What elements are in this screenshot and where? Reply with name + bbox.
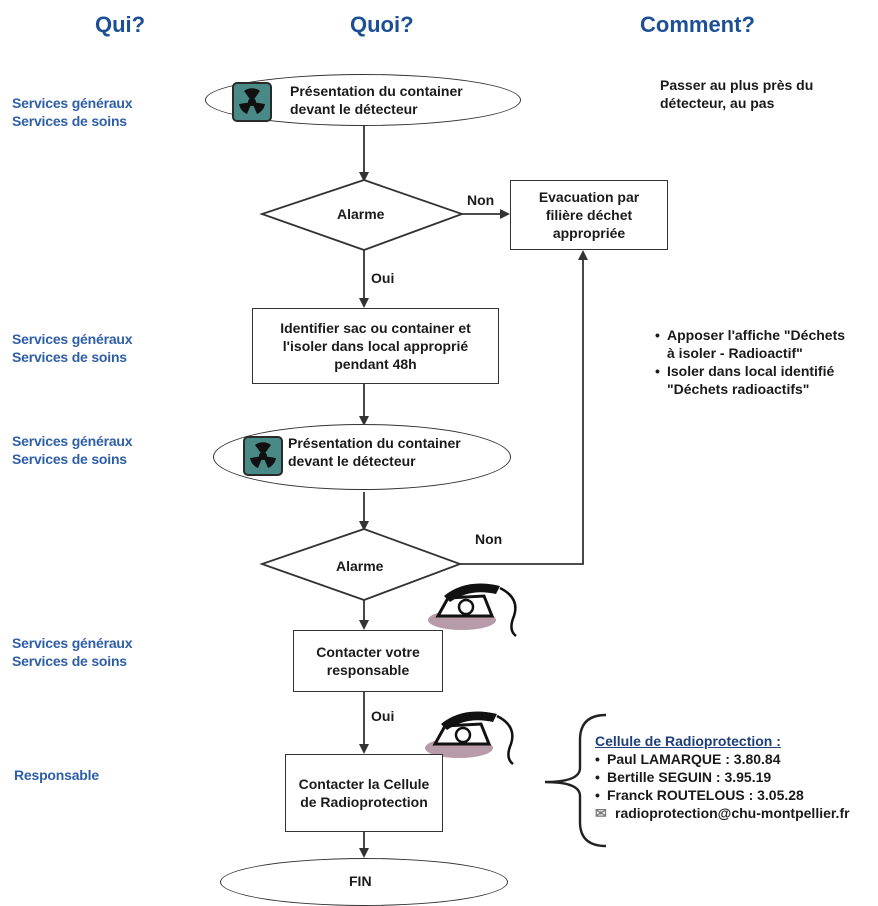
text-line: Contacter votre <box>316 644 420 660</box>
text-line: pendant 48h <box>334 356 417 372</box>
text-line: l'isoler dans local approprié <box>282 338 469 354</box>
who-line: Services généraux <box>12 635 133 651</box>
who-line: Services généraux <box>12 433 133 449</box>
contact-item: Bertille SEGUIN : 3.95.19 <box>595 768 850 786</box>
how-line: "Déchets radioactifs" <box>667 381 810 397</box>
text-line: Identifier sac ou container et <box>280 320 471 336</box>
contact-email: ✉ radioprotection@chu-montpellier.fr <box>595 804 850 822</box>
text-line: Contacter la Cellule <box>298 776 430 792</box>
text-line: devant le détecteur <box>290 101 418 117</box>
text-line: devant le détecteur <box>288 453 416 469</box>
contacts-brace <box>544 713 607 848</box>
radiation-icon <box>232 82 272 122</box>
text-line: Evacuation par <box>538 189 640 205</box>
how-line: détecteur, au pas <box>660 95 775 111</box>
step-evacuation: Evacuation par filière déchet appropriée <box>510 180 668 250</box>
contact-email-text[interactable]: radioprotection@chu-montpellier.fr <box>615 805 850 821</box>
label-oui-1: Oui <box>371 270 395 286</box>
telephone-icon <box>425 711 514 765</box>
step-presentation-1-text: Présentation du container devant le déte… <box>290 82 463 118</box>
how-step1: Passer au plus près du détecteur, au pas <box>660 76 813 112</box>
contacts-block: Cellule de Radioprotection : Paul LAMARQ… <box>595 732 850 822</box>
decision-alarm2-label: Alarme <box>336 558 384 574</box>
label-non-1: Non <box>467 192 495 208</box>
step-contacter-cellule: Contacter la Cellule de Radioprotection <box>285 754 443 832</box>
who-step4: Services généraux Services de soins <box>12 634 133 670</box>
text-line: appropriée <box>552 225 626 241</box>
step-fin-label: FIN <box>349 873 372 889</box>
header-quoi: Quoi? <box>350 12 414 37</box>
contacts-title: Cellule de Radioprotection : <box>595 733 781 749</box>
how-step2: Apposer l'affiche "Déchets à isoler - Ra… <box>655 326 845 398</box>
who-line: Services de soins <box>12 113 127 129</box>
who-step2: Services généraux Services de soins <box>12 330 133 366</box>
text-line: filière déchet <box>545 207 633 223</box>
how-bullet: Isoler dans local identifié "Déchets rad… <box>655 362 845 398</box>
who-line: Services généraux <box>12 95 133 111</box>
telephone-icon <box>428 583 517 637</box>
text-line: responsable <box>326 662 410 678</box>
contact-item: Paul LAMARQUE : 3.80.84 <box>595 750 850 768</box>
label-non-2: Non <box>475 531 503 547</box>
how-line: à isoler - Radioactif" <box>667 345 803 361</box>
header-comment: Comment? <box>640 12 755 37</box>
label-oui-2: Oui <box>371 708 395 724</box>
header-qui: Qui? <box>95 12 146 37</box>
how-line: Isoler dans local identifié <box>667 363 835 379</box>
email-icon: ✉ <box>595 805 607 821</box>
text-line: Présentation du container <box>288 435 461 451</box>
arrow-alarm2-evacuation <box>460 250 588 565</box>
who-line: Services de soins <box>12 653 127 669</box>
decision-alarm2-shape <box>259 528 463 601</box>
who-line: Services de soins <box>12 451 127 467</box>
who-step5: Responsable <box>14 766 99 784</box>
who-line: Services de soins <box>12 349 127 365</box>
radiation-icon <box>243 436 283 476</box>
decision-alarm1-shape <box>259 179 465 251</box>
decision-alarm1-label: Alarme <box>337 206 385 222</box>
text-line: Présentation du container <box>290 83 463 99</box>
contact-item: Franck ROUTELOUS : 3.05.28 <box>595 786 850 804</box>
how-bullet: Apposer l'affiche "Déchets à isoler - Ra… <box>655 326 845 362</box>
who-step1: Services généraux Services de soins <box>12 94 133 130</box>
who-line: Responsable <box>14 767 99 783</box>
radiation-symbol <box>250 442 276 468</box>
radiation-symbol <box>239 88 265 114</box>
step-contacter-responsable: Contacter votre responsable <box>293 630 443 692</box>
how-line: Apposer l'affiche "Déchets <box>667 327 846 343</box>
who-line: Services généraux <box>12 331 133 347</box>
step-identifier: Identifier sac ou container et l'isoler … <box>252 308 499 384</box>
step-presentation-2-text: Présentation du container devant le déte… <box>288 434 461 470</box>
how-line: Passer au plus près du <box>660 77 814 93</box>
text-line: de Radioprotection <box>300 794 428 810</box>
who-step3: Services généraux Services de soins <box>12 432 133 468</box>
